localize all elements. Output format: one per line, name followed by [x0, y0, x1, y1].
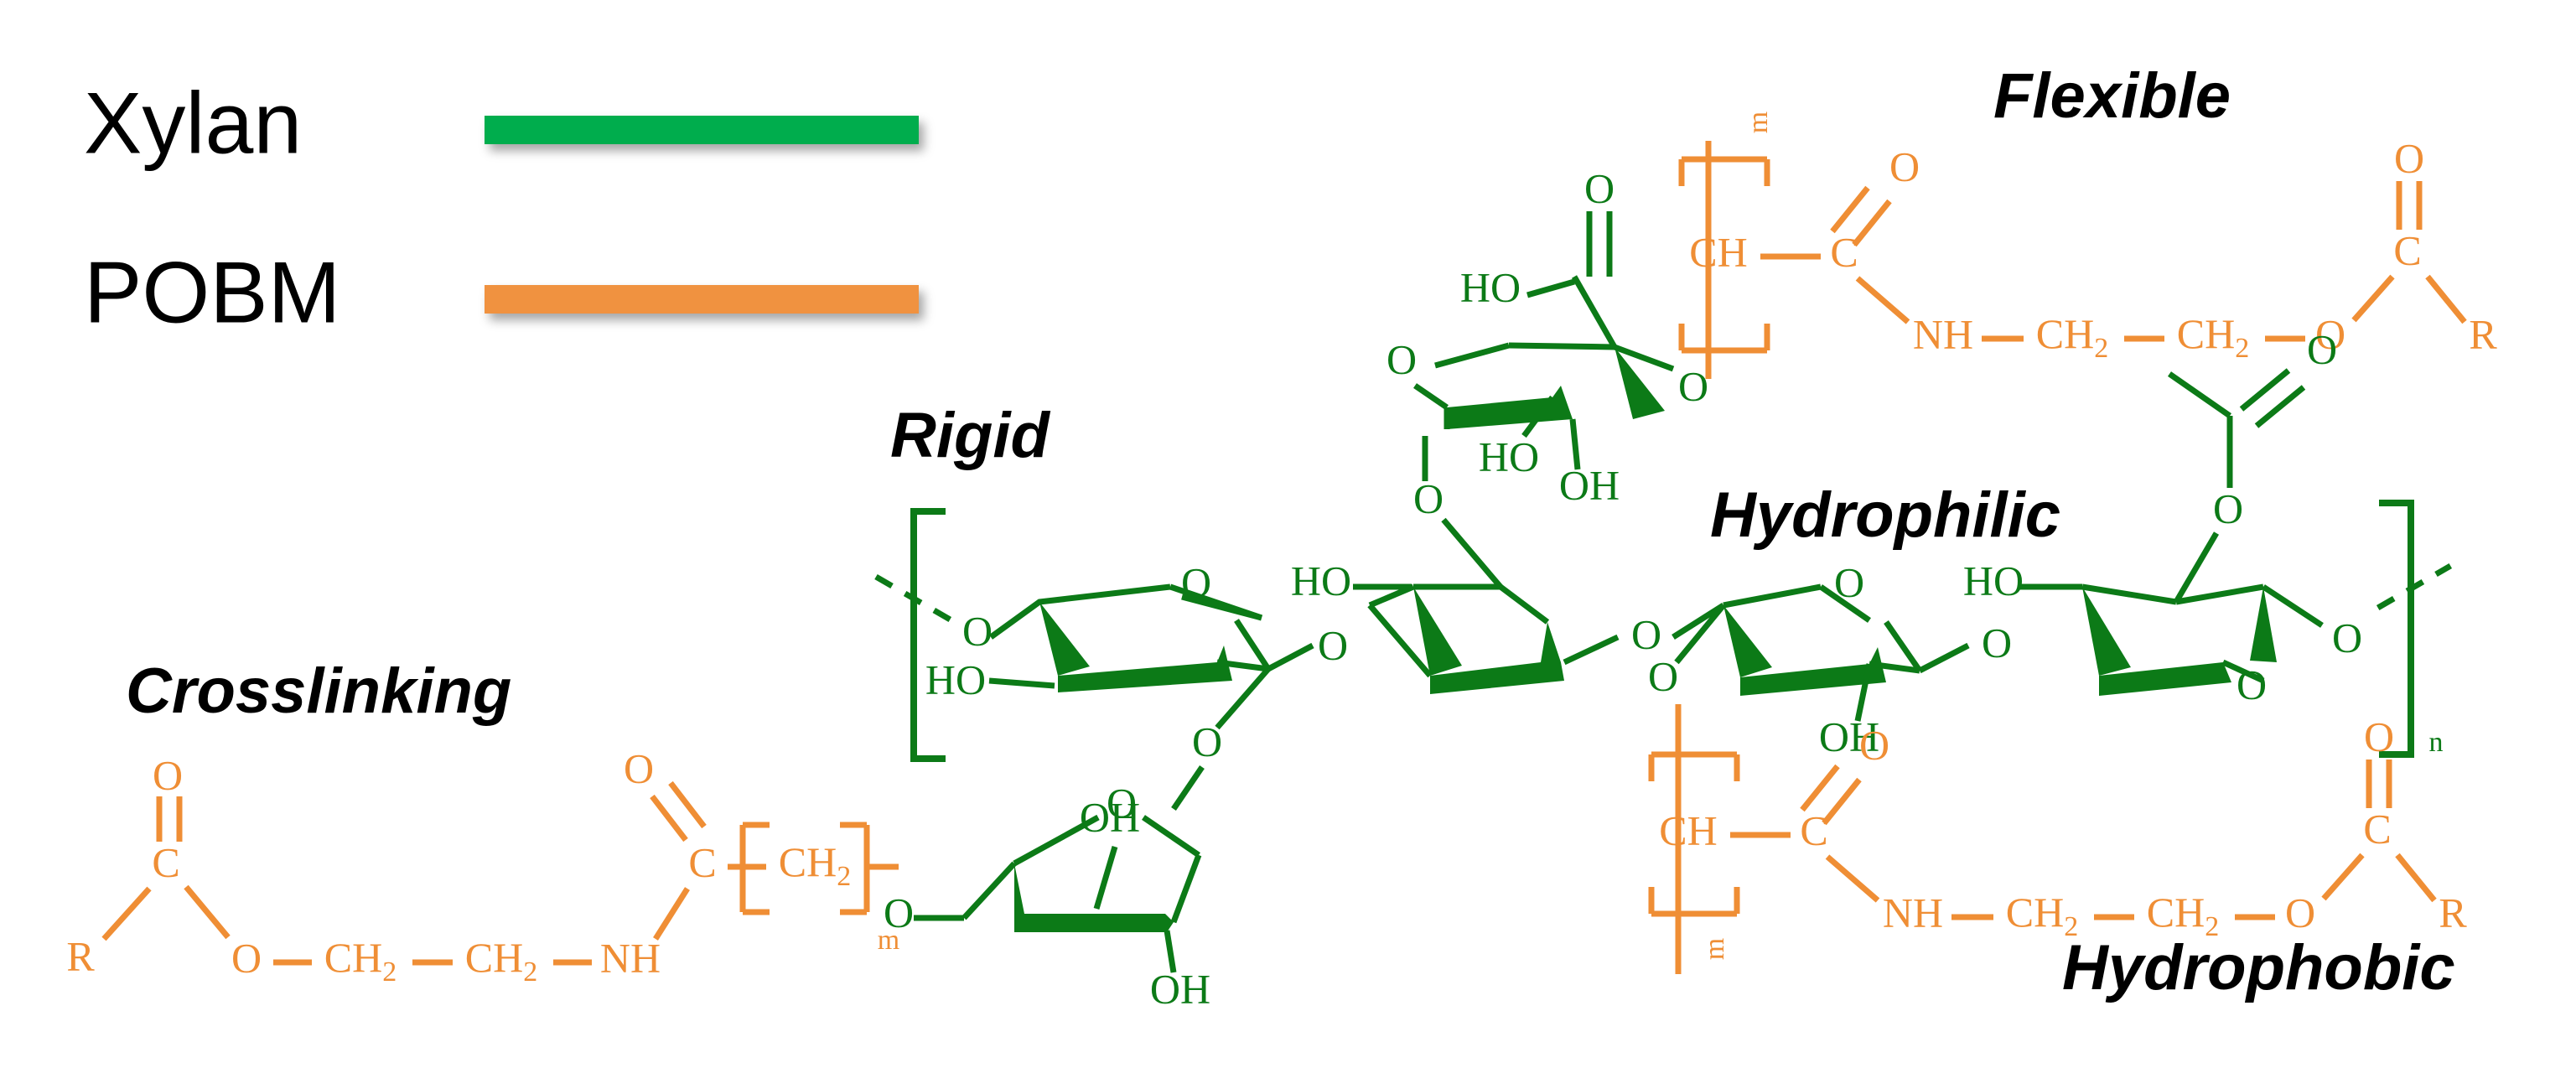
atom-HO-glucuronic-3: HO	[1479, 433, 1539, 480]
atom-O-ring-top-1: O	[1181, 558, 1211, 605]
atom-R-pobm-top: R	[2469, 310, 2497, 357]
atom-NH-pobm-top: NH	[1913, 310, 1973, 357]
backbone-bracket-left	[910, 508, 946, 762]
legend-label-xylan: Xylan	[84, 75, 302, 172]
atom-CH2-pobm-bottom-2: CH2	[2147, 889, 2219, 941]
atom-OH-glucuronic-4: OH	[1559, 461, 1620, 508]
legend-swatch-pobm	[485, 285, 919, 314]
backbone-bracket-right	[2379, 500, 2414, 758]
pobm-top-repeat-subscript: m	[1743, 111, 1774, 133]
atom-C-crosslink: C	[152, 838, 179, 885]
atom-O-glycosidic-1: O	[1318, 621, 1348, 668]
atom-HO-1: HO	[925, 656, 986, 702]
atom-HO-xylose4: HO	[1963, 557, 2024, 604]
atom-CH2-pobm-top-1: CH2	[2036, 310, 2108, 363]
atom-CH-pobm-bottom: CH	[1659, 806, 1717, 853]
residue-xylose-4-acetylated: HO O O O O	[1963, 325, 2362, 708]
legend-swatch-xylan	[485, 116, 919, 144]
crosslink-repeat-subscript: m	[878, 925, 899, 956]
atom-C-amide-crosslink: C	[688, 838, 716, 885]
atom-O-carbonyl2-pobm-top: O	[2394, 134, 2424, 181]
crosslink-chain: R C O O CH2 CH2 NH C O	[66, 744, 899, 987]
pobm-bottom-repeat-subscript: m	[1699, 938, 1730, 960]
legend-label-pobm: POBM	[84, 244, 340, 341]
atom-OH-arabinose-2: OH	[1150, 965, 1210, 1012]
atom-C-ester-pobm-bottom: C	[2363, 805, 2391, 852]
backbone-dash-right	[2376, 563, 2453, 611]
atom-O-ring-arabinose: O	[1107, 779, 1137, 826]
callout-hydrophobic: Hydrophobic	[2062, 932, 2455, 1003]
atom-C-ester-pobm-top: C	[2393, 226, 2421, 273]
atom-O-ester-pobm-bottom: O	[2285, 889, 2315, 936]
atom-OH-xylose3: OH	[1819, 713, 1879, 760]
atom-CH2-repeat-crosslink: CH2	[779, 838, 851, 891]
residue-xylose-1: O HO O O O	[925, 558, 1348, 811]
atom-O-link-pobm-bottom: O	[1648, 652, 1678, 699]
atom-O-carbonyl2-pobm-bottom: O	[2364, 713, 2394, 760]
atom-O-ring-3: O	[1834, 558, 1864, 605]
atom-O-double-crosslink: O	[153, 751, 183, 798]
atom-O-acetyl: O	[2213, 485, 2243, 531]
atom-O-link-glucuronic: O	[1413, 474, 1443, 521]
atom-R-crosslink: R	[66, 932, 95, 979]
residue-xylose-3: O OH O O	[1648, 558, 2012, 760]
atom-O-carbonyl-acetyl: O	[2307, 325, 2337, 372]
residue-glucuronic-acid: O HO O HO OH O	[1386, 164, 1712, 508]
atom-OH-arabinose-1: OH	[1080, 793, 1140, 840]
atom-O-carbonyl-pobm-bottom: O	[1859, 721, 1889, 768]
atom-HO-xylose2: HO	[1291, 557, 1351, 604]
atom-HO-glucuronic-acid: HO	[1460, 263, 1521, 310]
atom-O-arabinose-link: O	[884, 889, 914, 936]
backbone-dash-left	[874, 573, 953, 624]
atom-O-amide-crosslink: O	[624, 744, 654, 791]
atom-CH2-crosslink-2: CH2	[465, 934, 537, 987]
atom-O-ring-1: O	[962, 607, 993, 654]
atom-O-glycosidic-4: O	[2332, 614, 2362, 661]
callout-rigid: Rigid	[890, 400, 1051, 471]
residue-xylose-2: HO O O	[1291, 436, 1661, 694]
atom-C-pobm-bottom: C	[1800, 806, 1827, 853]
atom-CH-pobm-top: CH	[1689, 228, 1747, 275]
atom-C-pobm-top: C	[1830, 228, 1858, 275]
atom-O-ester-pobm-top: O	[2315, 310, 2345, 357]
atom-NH-pobm-bottom: NH	[1883, 889, 1943, 936]
callout-hydrophilic: Hydrophilic	[1710, 480, 2060, 551]
atom-O-ester-crosslink: O	[231, 934, 262, 981]
atom-CH2-pobm-bottom-1: CH2	[2006, 889, 2078, 941]
atom-O-ring-4: O	[2237, 661, 2267, 708]
atom-CH2-pobm-top-2: CH2	[2177, 310, 2249, 363]
pobm-chain-bottom: m CH C O NH CH2 CH2 O C O R	[1648, 713, 2467, 974]
atom-O-glycosidic-2: O	[1631, 610, 1661, 657]
atom-NH-crosslink: NH	[600, 934, 661, 981]
atom-O-glycosidic-3: O	[1982, 619, 2012, 666]
callout-flexible: Flexible	[1993, 60, 2231, 132]
residue-arabinofuranose: O OH OH O	[884, 779, 1210, 1012]
atom-CH2-crosslink-1: CH2	[324, 934, 397, 987]
atom-R-pobm-bottom: R	[2439, 889, 2467, 936]
callout-crosslinking: Crosslinking	[126, 656, 511, 727]
atom-O-carbonyl-glucuronic: O	[1584, 164, 1615, 211]
atom-O-glucuronic-pobm: O	[1678, 362, 1708, 409]
atom-O-link-arabinose: O	[1192, 718, 1222, 765]
backbone-repeat-subscript: n	[2429, 727, 2444, 758]
atom-O-carbonyl-pobm-top: O	[1889, 143, 1920, 189]
pobm-chain-top: m CH C O NH CH2 CH2 O C O R	[1678, 111, 2497, 379]
atom-O-ring-glucuronic: O	[1386, 335, 1417, 382]
